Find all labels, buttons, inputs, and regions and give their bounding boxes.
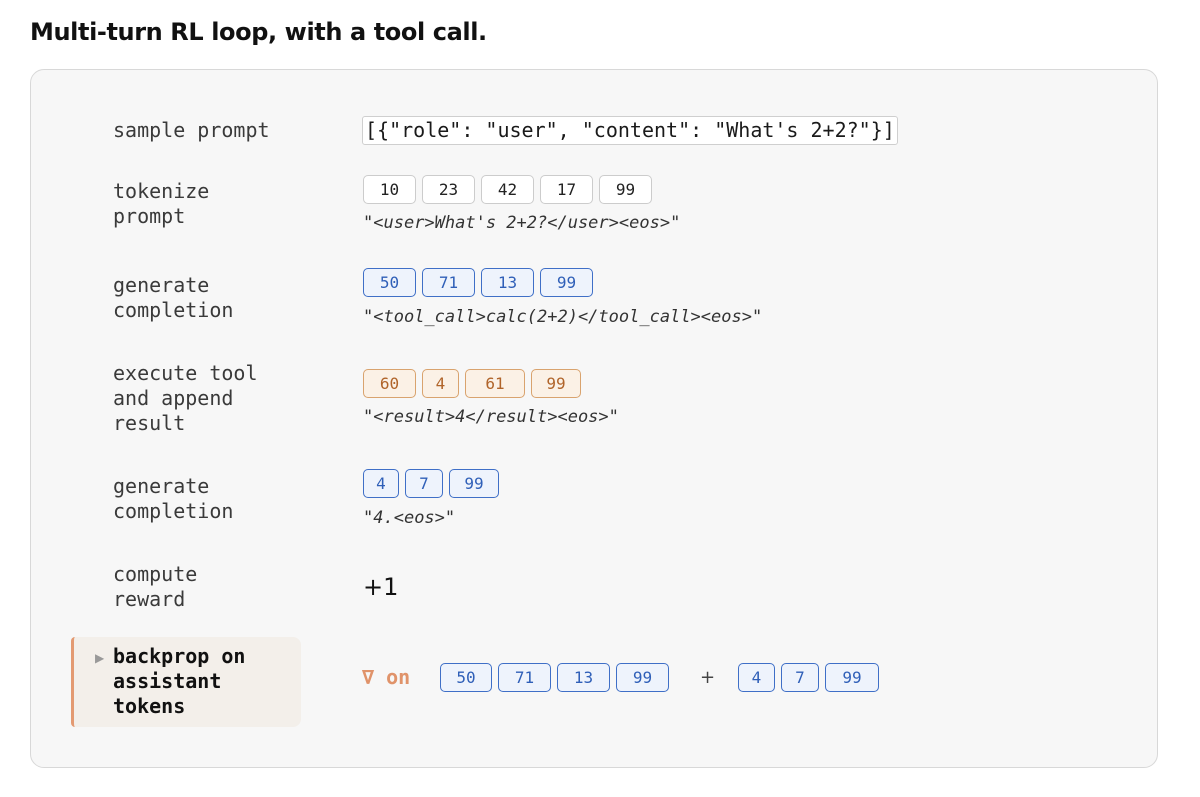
step-generate-completion-label: generate completion [113, 273, 234, 322]
token: 4 [363, 469, 399, 498]
token: 7 [781, 663, 819, 692]
token: 4 [422, 369, 459, 398]
tool-result-decoded: "<result>4</result><eos>" [363, 407, 619, 427]
token: 99 [449, 469, 499, 498]
backprop-tokens-b: 4 7 99 [738, 663, 885, 692]
step-generate-completion-2-label: generate completion [113, 474, 234, 523]
token: 17 [540, 175, 593, 204]
completion2-decoded: "4.<eos>" [363, 508, 456, 528]
token: 71 [422, 268, 475, 297]
token: 50 [440, 663, 492, 692]
token: 23 [422, 175, 475, 204]
token: 42 [481, 175, 534, 204]
step-tokenize-prompt-label: tokenize prompt [113, 179, 210, 228]
prompt-decoded: "<user>What's 2+2?</user><eos>" [363, 213, 681, 233]
token: 50 [363, 268, 416, 297]
token: 99 [599, 175, 652, 204]
token: 99 [825, 663, 879, 692]
token: 99 [616, 663, 669, 692]
token: 60 [363, 369, 416, 398]
gradient-label: ∇ on [362, 665, 411, 689]
token: 61 [465, 369, 525, 398]
active-step-highlight [71, 637, 301, 727]
completion1-token-row: 50 71 13 99 [363, 268, 599, 297]
step-sample-prompt-label: sample prompt [113, 118, 270, 142]
reward-value: +1 [363, 573, 399, 601]
token: 10 [363, 175, 416, 204]
token: 99 [540, 268, 593, 297]
prompt-token-row: 10 23 42 17 99 [363, 175, 658, 204]
token: 71 [498, 663, 551, 692]
completion2-token-row: 4 7 99 [363, 469, 505, 498]
token: 13 [481, 268, 534, 297]
token: 99 [531, 369, 581, 398]
token: 4 [738, 663, 775, 692]
completion1-decoded: "<tool_call>calc(2+2)</tool_call><eos>" [363, 307, 763, 327]
tool-result-token-row: 60 4 61 99 [363, 369, 587, 398]
token: 7 [405, 469, 443, 498]
plus-sign: + [700, 667, 716, 688]
step-compute-reward-label: compute reward [113, 562, 198, 611]
token: 13 [557, 663, 610, 692]
step-execute-tool-label: execute tool and append result [113, 361, 258, 435]
backprop-tokens-a: 50 71 13 99 [440, 663, 675, 692]
step-backprop-label: backprop on assistant tokens [113, 644, 246, 718]
prompt-json: [{"role": "user", "content": "What's 2+2… [362, 116, 898, 145]
page-title: Multi-turn RL loop, with a tool call. [30, 18, 487, 46]
triangle-right-icon: ▶ [95, 651, 105, 665]
